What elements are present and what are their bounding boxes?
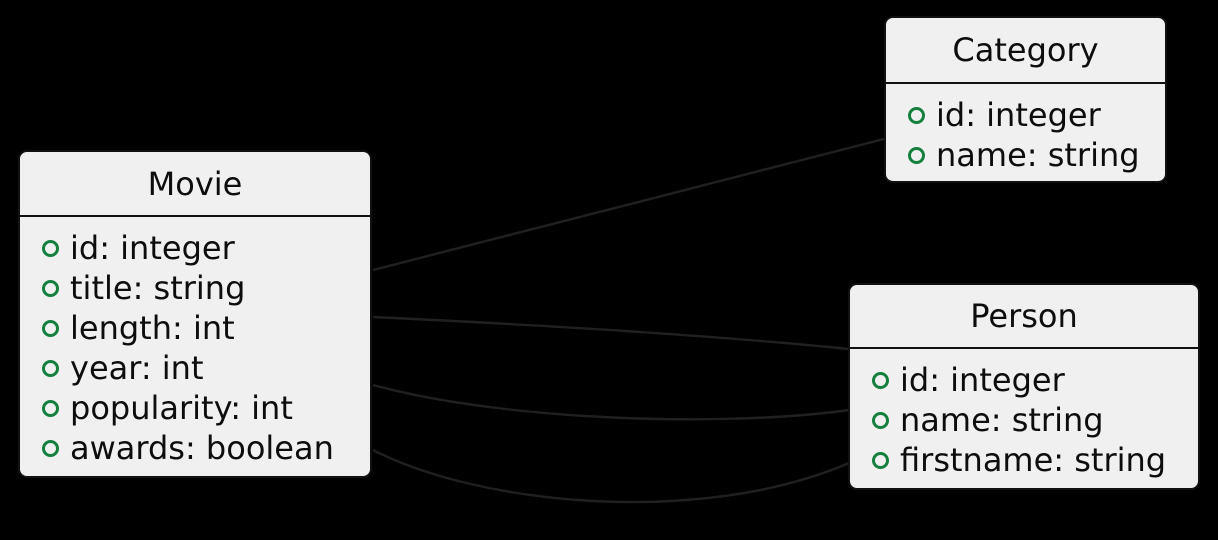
- field-row: popularity: int: [42, 388, 370, 428]
- field-label: year: int: [70, 349, 204, 387]
- field-circle-icon: [42, 279, 59, 297]
- field-circle-icon: [908, 106, 925, 124]
- entity-category[interactable]: Category id: integer name: string: [884, 16, 1167, 183]
- field-row: awards: boolean: [42, 428, 370, 468]
- field-row: id: integer: [872, 360, 1198, 400]
- field-label: id: integer: [936, 96, 1101, 134]
- entity-category-title: Category: [886, 18, 1165, 84]
- field-label: id: integer: [70, 229, 235, 267]
- field-circle-icon: [42, 359, 59, 377]
- field-circle-icon: [42, 319, 59, 337]
- edge-movie-person-3: [372, 448, 850, 504]
- field-row: name: string: [908, 135, 1165, 175]
- field-label: firstname: string: [900, 441, 1167, 479]
- field-row: id: integer: [908, 95, 1165, 135]
- entity-movie-title: Movie: [20, 152, 370, 217]
- entity-person[interactable]: Person id: integer name: string firstnam…: [848, 283, 1200, 490]
- entity-movie-fields: id: integer title: string length: int ye…: [20, 217, 370, 468]
- field-label: popularity: int: [70, 389, 293, 427]
- entity-person-title: Person: [850, 285, 1198, 349]
- field-circle-icon: [908, 146, 925, 164]
- field-circle-icon: [42, 239, 59, 257]
- field-label: awards: boolean: [70, 429, 334, 467]
- edge-movie-person-2: [372, 383, 850, 421]
- field-circle-icon: [872, 371, 889, 389]
- field-row: title: string: [42, 268, 370, 308]
- entity-movie[interactable]: Movie id: integer title: string length: …: [18, 150, 372, 478]
- field-row: id: integer: [42, 228, 370, 268]
- field-circle-icon: [42, 399, 59, 417]
- field-row: firstname: string: [872, 440, 1198, 480]
- edge-movie-person-1: [372, 315, 850, 351]
- field-label: name: string: [936, 136, 1140, 174]
- field-label: title: string: [70, 269, 246, 307]
- entity-category-fields: id: integer name: string: [886, 84, 1165, 175]
- entity-person-fields: id: integer name: string firstname: stri…: [850, 349, 1198, 480]
- field-circle-icon: [872, 451, 889, 469]
- field-label: id: integer: [900, 361, 1065, 399]
- field-label: name: string: [900, 401, 1104, 439]
- edge-movie-category: [372, 137, 885, 272]
- field-row: name: string: [872, 400, 1198, 440]
- field-circle-icon: [872, 411, 889, 429]
- field-circle-icon: [42, 439, 59, 457]
- field-row: length: int: [42, 308, 370, 348]
- field-label: length: int: [70, 309, 235, 347]
- field-row: year: int: [42, 348, 370, 388]
